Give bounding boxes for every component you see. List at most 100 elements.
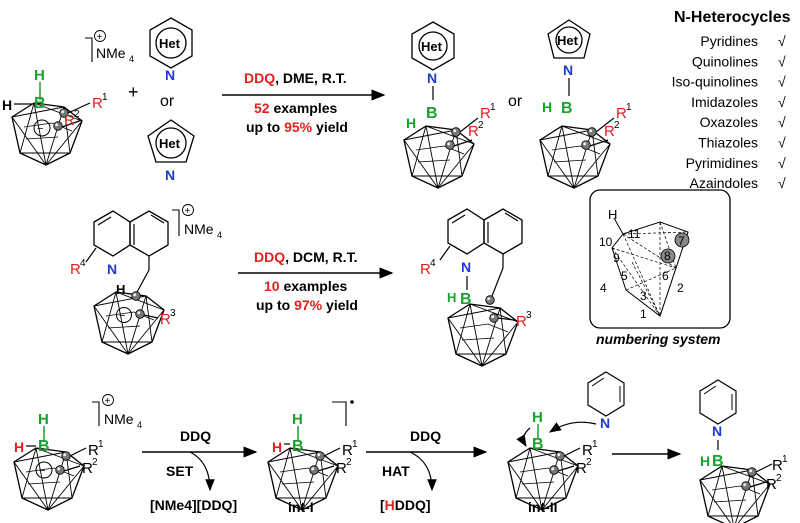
row2-arrow: DDQ, DCM, R.T. 10 examples up to 97% yie… xyxy=(238,249,394,313)
check-mark-icon: √ xyxy=(778,155,786,171)
svg-text:H: H xyxy=(532,409,543,426)
svg-text:N: N xyxy=(563,62,573,78)
r1-label: R xyxy=(92,95,103,112)
r2-label: R xyxy=(64,112,75,129)
svg-text:4: 4 xyxy=(129,54,134,64)
svg-text:DDQ, DME, R.T.: DDQ, DME, R.T. xyxy=(244,70,347,86)
svg-text:Het: Het xyxy=(557,33,579,48)
row1-product-pyridine: Het N H B R 1 R 2 xyxy=(403,21,496,189)
svg-text:4: 4 xyxy=(137,420,142,430)
svg-text:H: H xyxy=(272,439,282,455)
svg-text:R: R xyxy=(70,261,81,278)
heterocycle-list: N-Heterocycles xyxy=(674,9,791,26)
row3-reactant: − H H B R 1 R 2 + NMe 4 xyxy=(13,394,142,511)
svg-text:1: 1 xyxy=(490,102,496,113)
svg-text:R: R xyxy=(336,460,347,477)
svg-text:10: 10 xyxy=(599,235,613,249)
svg-text:Het: Het xyxy=(421,39,443,54)
svg-text:B: B xyxy=(292,438,304,455)
heterocycle-item: Thiazoles xyxy=(698,135,758,151)
svg-text:up to 97% yield: up to 97% yield xyxy=(256,297,358,313)
svg-text:B: B xyxy=(712,453,724,470)
svg-text:H: H xyxy=(542,99,552,115)
svg-text:R: R xyxy=(576,460,587,477)
svg-text:R: R xyxy=(480,105,491,122)
atom-n: N xyxy=(165,167,175,183)
byproduct-nme4-ddq: [NMe4][DDQ] xyxy=(150,497,237,513)
svg-text:H: H xyxy=(608,207,617,222)
svg-text:6: 6 xyxy=(662,269,669,283)
or-label: or xyxy=(160,93,175,110)
svg-text:−: − xyxy=(39,465,45,477)
svg-text:R: R xyxy=(604,123,615,140)
svg-text:1: 1 xyxy=(592,439,598,450)
svg-text:B: B xyxy=(561,100,573,117)
svg-text:R: R xyxy=(342,442,353,459)
atom-h: H xyxy=(34,67,45,84)
svg-text:8: 8 xyxy=(664,249,671,263)
int-1-label: int-I xyxy=(288,499,314,515)
svg-text:R: R xyxy=(772,457,783,474)
hat-arrow: DDQ HAT [HDDQ] xyxy=(366,428,488,513)
row1-arrow: DDQ, DME, R.T. 52 examples up to 95% yie… xyxy=(222,70,386,135)
check-mark-icon: √ xyxy=(778,175,786,191)
row1-reactant-carborane: − H H B R 1 R 2 + NMe 4 xyxy=(2,30,134,166)
heterocycle-items: Pyridines√Quinolines√Iso-quinolines√Imid… xyxy=(672,33,786,191)
svg-text:+: + xyxy=(105,396,111,407)
svg-text:2: 2 xyxy=(614,120,620,131)
svg-text:1: 1 xyxy=(102,92,108,103)
svg-text:B: B xyxy=(460,291,472,308)
heterocycle-item: Iso-quinolines xyxy=(672,74,758,90)
set-arrow: DDQ SET [NMe4][DDQ] xyxy=(142,428,258,513)
atom-h: H xyxy=(2,97,12,113)
int-2: H B R 1 R 2 int-II N xyxy=(507,371,625,515)
svg-text:H: H xyxy=(292,411,303,428)
svg-text:N: N xyxy=(712,423,722,439)
svg-text:1: 1 xyxy=(98,439,104,450)
nme4-label: NMe xyxy=(184,221,214,237)
svg-text:R: R xyxy=(82,460,93,477)
svg-text:4: 4 xyxy=(80,258,86,269)
row1-product-pyrrole: Het N H B R 1 R 2 xyxy=(539,19,632,189)
check-mark-icon: √ xyxy=(778,135,786,151)
svg-text:10 examples: 10 examples xyxy=(264,278,348,294)
svg-text:H: H xyxy=(447,290,456,305)
svg-text:N: N xyxy=(427,70,437,86)
heterocycle-item: Oxazoles xyxy=(700,114,758,130)
svg-text:2: 2 xyxy=(92,457,98,468)
int-2-label: int-II xyxy=(528,499,558,515)
svg-text:2: 2 xyxy=(586,457,592,468)
svg-text:3: 3 xyxy=(170,308,176,319)
svg-text:NMe: NMe xyxy=(104,411,134,427)
svg-text:R: R xyxy=(582,442,593,459)
svg-text:N: N xyxy=(461,259,471,275)
svg-text:7: 7 xyxy=(678,234,685,248)
svg-text:N: N xyxy=(600,415,610,431)
svg-text:4: 4 xyxy=(600,281,607,295)
row3-product: N H B R 1 R 2 xyxy=(699,379,788,523)
svg-text:3: 3 xyxy=(526,310,532,321)
svg-text:2: 2 xyxy=(478,120,484,131)
heterocycle-item: Imidazoles xyxy=(691,94,758,110)
svg-text:2: 2 xyxy=(74,109,80,120)
row2-product: N R 4 H B R 3 xyxy=(420,208,532,367)
svg-text:H: H xyxy=(38,411,49,428)
atom-n: N xyxy=(165,67,175,83)
svg-text:B: B xyxy=(426,105,438,122)
svg-text:B: B xyxy=(532,436,544,453)
heterocycle-item: Quinolines xyxy=(692,53,758,69)
heterocycle-title: N-Heterocycles xyxy=(674,9,791,26)
check-mark-icon: √ xyxy=(778,53,786,69)
plus-sign: + xyxy=(128,82,139,102)
svg-text:2: 2 xyxy=(346,457,352,468)
svg-text:Het: Het xyxy=(159,36,181,51)
svg-text:1: 1 xyxy=(352,439,358,450)
svg-text:H: H xyxy=(700,453,710,469)
svg-text:DDQ: DDQ xyxy=(180,428,211,444)
svg-text:1: 1 xyxy=(626,102,632,113)
row2-reactant: N R 4 − H R 3 + NMe 4 xyxy=(70,204,222,355)
svg-text:R: R xyxy=(516,313,527,330)
svg-text:H: H xyxy=(14,439,24,455)
svg-text:HAT: HAT xyxy=(382,463,410,479)
